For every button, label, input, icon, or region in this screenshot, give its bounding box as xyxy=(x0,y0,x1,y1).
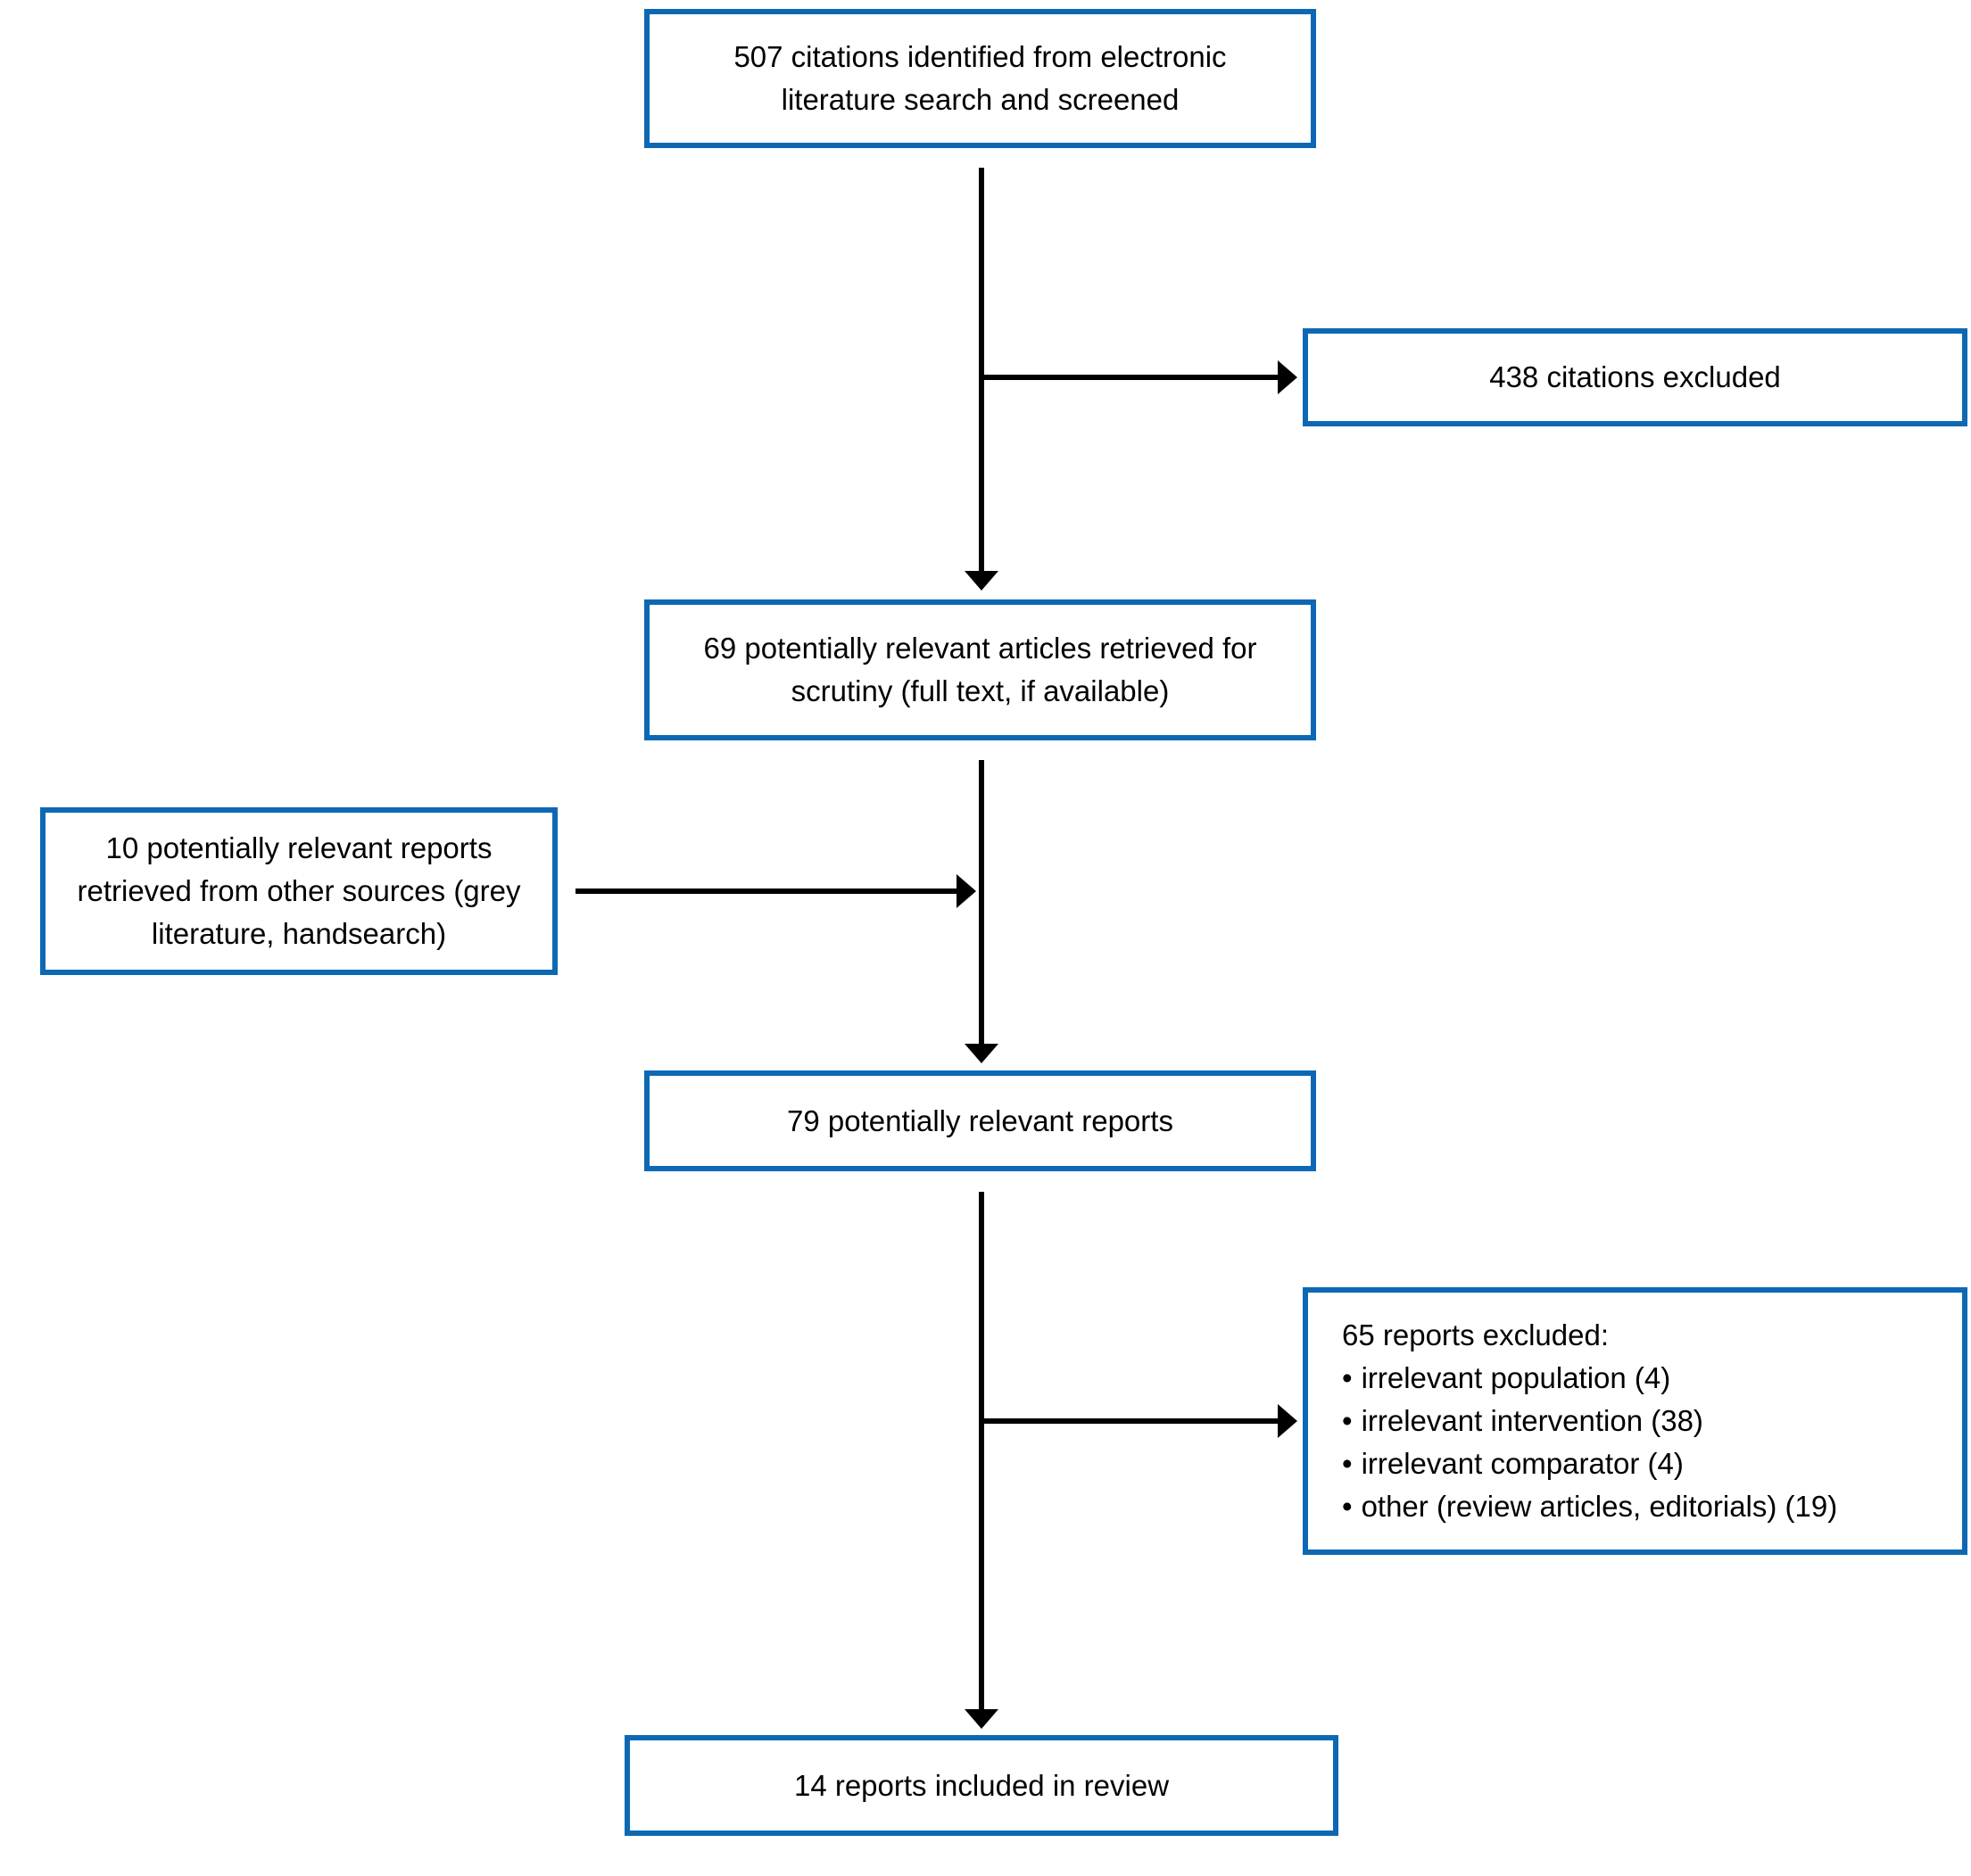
arrowhead-down-icon xyxy=(965,1044,998,1063)
articles-retrieved-text: 69 potentially relevant articles retriev… xyxy=(703,632,1257,707)
bullet-icon: • xyxy=(1342,1447,1353,1480)
arrowhead-right-icon xyxy=(1278,360,1297,394)
citations-screened-text: 507 citations identified from electronic… xyxy=(733,40,1227,116)
flow-box-citations-excluded: 438 citations excluded xyxy=(1303,328,1967,426)
arrowhead-down-icon xyxy=(965,571,998,591)
reports-excluded-list: 65 reports excluded: •irrelevant populat… xyxy=(1308,1314,1855,1528)
bullet-icon: • xyxy=(1342,1404,1353,1437)
excluded-reason-text: irrelevant comparator (4) xyxy=(1361,1447,1684,1480)
connector-branch-to-reports-excluded-line xyxy=(981,1418,1278,1424)
flow-box-reports-included: 14 reports included in review xyxy=(625,1735,1338,1836)
excluded-reason-text: irrelevant population (4) xyxy=(1361,1361,1671,1394)
excluded-reason-item: •irrelevant population (4) xyxy=(1342,1357,1837,1400)
connector-other-sources-feeder-line xyxy=(576,888,957,894)
citations-excluded-text: 438 citations excluded xyxy=(1489,360,1781,394)
excluded-reason-item: •irrelevant comparator (4) xyxy=(1342,1442,1837,1485)
bullet-icon: • xyxy=(1342,1490,1353,1523)
connector-relevant-to-included-line xyxy=(979,1192,984,1709)
flow-box-reports-excluded: 65 reports excluded: •irrelevant populat… xyxy=(1303,1287,1967,1555)
excluded-reason-text: irrelevant intervention (38) xyxy=(1361,1404,1703,1437)
flow-box-potentially-relevant: 79 potentially relevant reports xyxy=(644,1070,1316,1171)
arrowhead-down-icon xyxy=(965,1709,998,1729)
reports-excluded-heading: 65 reports excluded: xyxy=(1342,1318,1610,1351)
connector-retrieved-to-relevant-line xyxy=(979,760,984,1044)
reports-included-text: 14 reports included in review xyxy=(793,1768,1170,1802)
flow-box-articles-retrieved: 69 potentially relevant articles retriev… xyxy=(644,599,1316,740)
other-sources-text: 10 potentially relevant reports retrieve… xyxy=(77,831,521,950)
excluded-reason-text: other (review articles, editorials) (19) xyxy=(1361,1490,1838,1523)
flow-box-other-sources: 10 potentially relevant reports retrieve… xyxy=(40,807,558,975)
flow-box-citations-screened: 507 citations identified from electronic… xyxy=(644,9,1316,148)
excluded-reason-item: •other (review articles, editorials) (19… xyxy=(1342,1485,1837,1528)
bullet-icon: • xyxy=(1342,1361,1353,1394)
arrowhead-right-icon xyxy=(957,874,976,908)
connector-branch-to-citations-excluded-line xyxy=(981,375,1278,380)
connector-screened-to-retrieved-line xyxy=(979,168,984,571)
potentially-relevant-text: 79 potentially relevant reports xyxy=(787,1103,1173,1137)
arrowhead-right-icon xyxy=(1278,1404,1297,1438)
excluded-reason-item: •irrelevant intervention (38) xyxy=(1342,1400,1837,1442)
